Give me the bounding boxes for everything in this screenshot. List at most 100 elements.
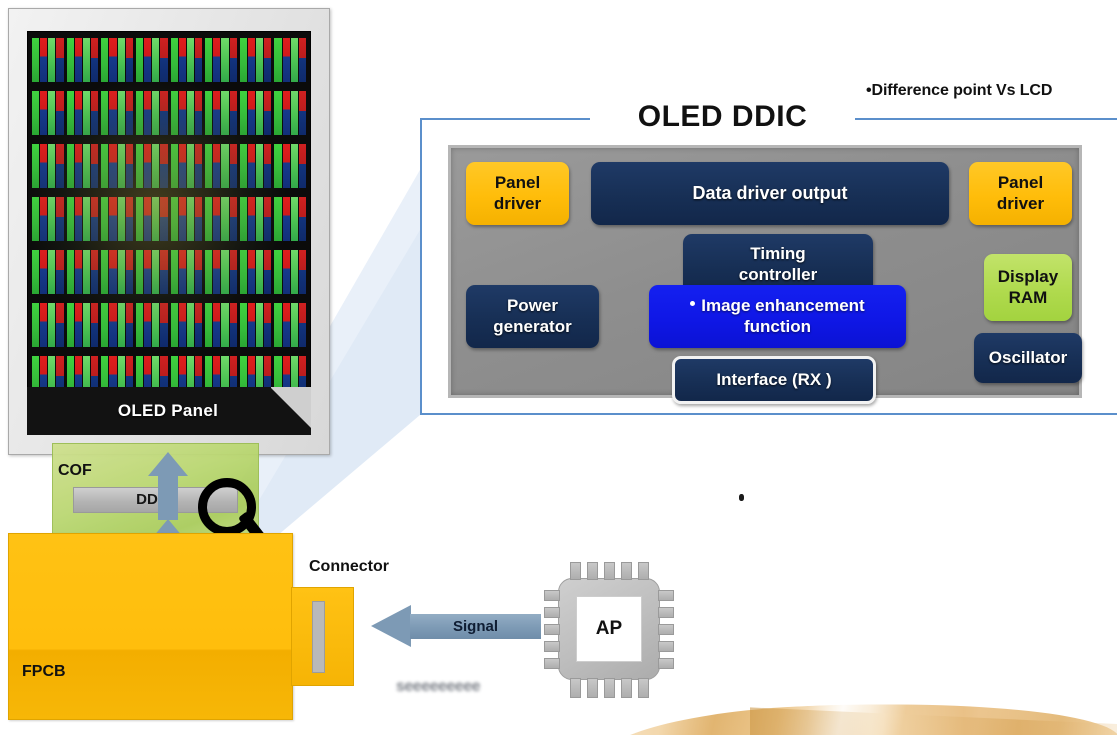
subpixel: [32, 250, 40, 294]
subpixel: [32, 356, 40, 400]
subpixel: [274, 303, 282, 347]
subpixel: [274, 250, 282, 294]
subpixel: [40, 91, 48, 135]
pixel-cell: [101, 356, 133, 400]
subpixel: [74, 250, 82, 294]
subpixel: [152, 91, 160, 135]
subpixel: [40, 144, 48, 188]
subpixel: [74, 38, 82, 82]
subpixel: [160, 197, 168, 241]
block-display-ram: Display RAM: [984, 254, 1072, 321]
chip-pin: [658, 658, 674, 669]
subpixel: [40, 303, 48, 347]
subpixel: [186, 38, 194, 82]
subpixel: [135, 356, 144, 400]
pixel-cell: [205, 38, 237, 82]
subpixel: [178, 144, 186, 188]
subpixel: [144, 250, 152, 294]
pixel-cell: [239, 197, 272, 241]
pixel-cell: [170, 144, 203, 188]
subpixel: [274, 91, 282, 135]
subpixel: [135, 250, 144, 294]
subpixel: [194, 250, 203, 294]
subpixel: [213, 91, 221, 135]
pixel-cell: [66, 303, 99, 347]
subpixel: [205, 356, 213, 400]
subpixel: [109, 91, 117, 135]
subpixel: [74, 144, 82, 188]
pixel-row: [32, 303, 306, 347]
pixel-cell: [205, 197, 237, 241]
pixel-cell: [135, 144, 168, 188]
image-enhancement-line2: function: [743, 316, 812, 336]
pixel-cell: [274, 144, 306, 188]
subpixel: [178, 38, 186, 82]
subpixel: [48, 356, 56, 400]
panel-driver-left-line1: Panel: [494, 173, 541, 193]
subpixel: [256, 303, 264, 347]
subpixel: [205, 38, 213, 82]
subpixel: [213, 250, 221, 294]
subpixel: [66, 91, 74, 135]
subpixel: [160, 91, 168, 135]
chip-pin: [544, 658, 560, 669]
subpixel: [101, 356, 109, 400]
subpixel: [170, 144, 178, 188]
subpixel: [109, 197, 117, 241]
pixel-cell: [101, 197, 133, 241]
subpixel: [125, 250, 133, 294]
chip-pin: [621, 562, 632, 580]
panel-corner-fold: [271, 387, 311, 435]
subpixel: [239, 303, 247, 347]
pixel-cell: [205, 91, 237, 135]
pixel-cell: [101, 303, 133, 347]
panel-driver-right-line1: Panel: [997, 173, 1044, 193]
chip-pin: [621, 678, 632, 698]
chip-pin: [544, 590, 560, 601]
pixel-cell: [205, 303, 237, 347]
subpixel: [205, 91, 213, 135]
pixel-cell: [66, 91, 99, 135]
subpixel: [32, 303, 40, 347]
chip-pin: [658, 590, 674, 601]
subpixel: [194, 144, 203, 188]
subpixel: [56, 303, 64, 347]
subpixel: [144, 303, 152, 347]
subpixel: [160, 250, 168, 294]
block-timing-controller: Timing controller: [683, 234, 873, 295]
pixel-cell: [32, 38, 64, 82]
power-generator-line1: Power: [506, 296, 558, 316]
display-ram-line2: RAM: [1008, 287, 1048, 307]
subpixel: [194, 303, 203, 347]
pixel-cell: [135, 250, 168, 294]
subpixel: [274, 356, 282, 400]
subpixel: [247, 144, 256, 188]
subpixel: [186, 197, 194, 241]
pixel-cell: [135, 303, 168, 347]
subpixel: [274, 197, 282, 241]
subpixel: [178, 356, 186, 400]
chip-pin: [544, 624, 560, 635]
pixel-cell: [32, 197, 64, 241]
subpixel: [186, 303, 194, 347]
subpixel: [109, 38, 117, 82]
subpixel: [170, 303, 178, 347]
pixel-cell: [101, 38, 133, 82]
timing-controller-line2: controller: [738, 264, 818, 284]
subpixel: [40, 356, 48, 400]
pixel-cell: [205, 356, 237, 400]
pixel-row: [32, 91, 306, 135]
subpixel: [144, 91, 152, 135]
subpixel: [170, 250, 178, 294]
subpixel: [117, 91, 125, 135]
block-data-driver-output: Data driver output: [591, 162, 949, 225]
oled-panel-label: OLED Panel: [117, 401, 219, 420]
subpixel: [221, 144, 229, 188]
ap-label: AP: [595, 618, 623, 639]
subpixel: [205, 250, 213, 294]
subpixel: [56, 91, 64, 135]
subpixel: [152, 144, 160, 188]
pixel-cell: [170, 250, 203, 294]
subpixel: [117, 250, 125, 294]
stray-dot: [739, 494, 744, 501]
